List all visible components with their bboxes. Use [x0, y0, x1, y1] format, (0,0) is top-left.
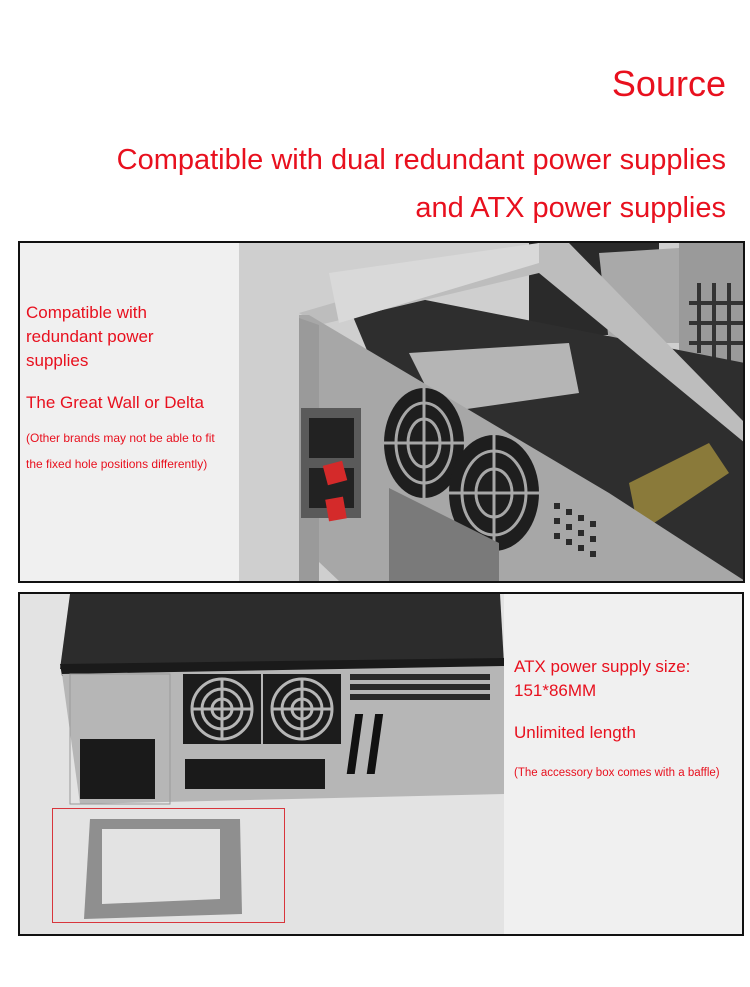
subtitle-line-2: and ATX power supplies — [415, 192, 726, 224]
redundant-line-3: supplies — [26, 351, 89, 370]
note-line-1: (Other brands may not be able to fit — [26, 431, 215, 445]
atx-psu-panel: ATX power supply size: 151*86MM Unlimite… — [18, 592, 744, 936]
redundant-line-1: Compatible with — [26, 303, 147, 322]
redundant-line-2: redundant power — [26, 327, 154, 346]
atx-psu-description: ATX power supply size: 151*86MM Unlimite… — [514, 655, 742, 781]
brand-line: The Great Wall or Delta — [26, 393, 204, 412]
note-line-2: the fixed hole positions differently) — [26, 457, 208, 471]
atx-size-line-2: 151*86MM — [514, 681, 597, 700]
atx-chassis-photo — [20, 594, 504, 934]
length-line: Unlimited length — [514, 723, 636, 742]
redundant-psu-description: Compatible with redundant power supplies… — [26, 301, 241, 477]
baffle-note: (The accessory box comes with a baffle) — [514, 767, 720, 779]
redundant-psu-panel: Compatible with redundant power supplies… — [18, 241, 745, 583]
subtitle-line-1: Compatible with dual redundant power sup… — [116, 144, 726, 176]
page-subtitle: Compatible with dual redundant power sup… — [26, 136, 726, 232]
baffle-highlight-box — [52, 808, 285, 923]
redundant-psu-chassis-photo — [239, 243, 743, 581]
atx-size-line-1: ATX power supply size: — [514, 657, 691, 676]
page-title: Source — [611, 63, 726, 104]
